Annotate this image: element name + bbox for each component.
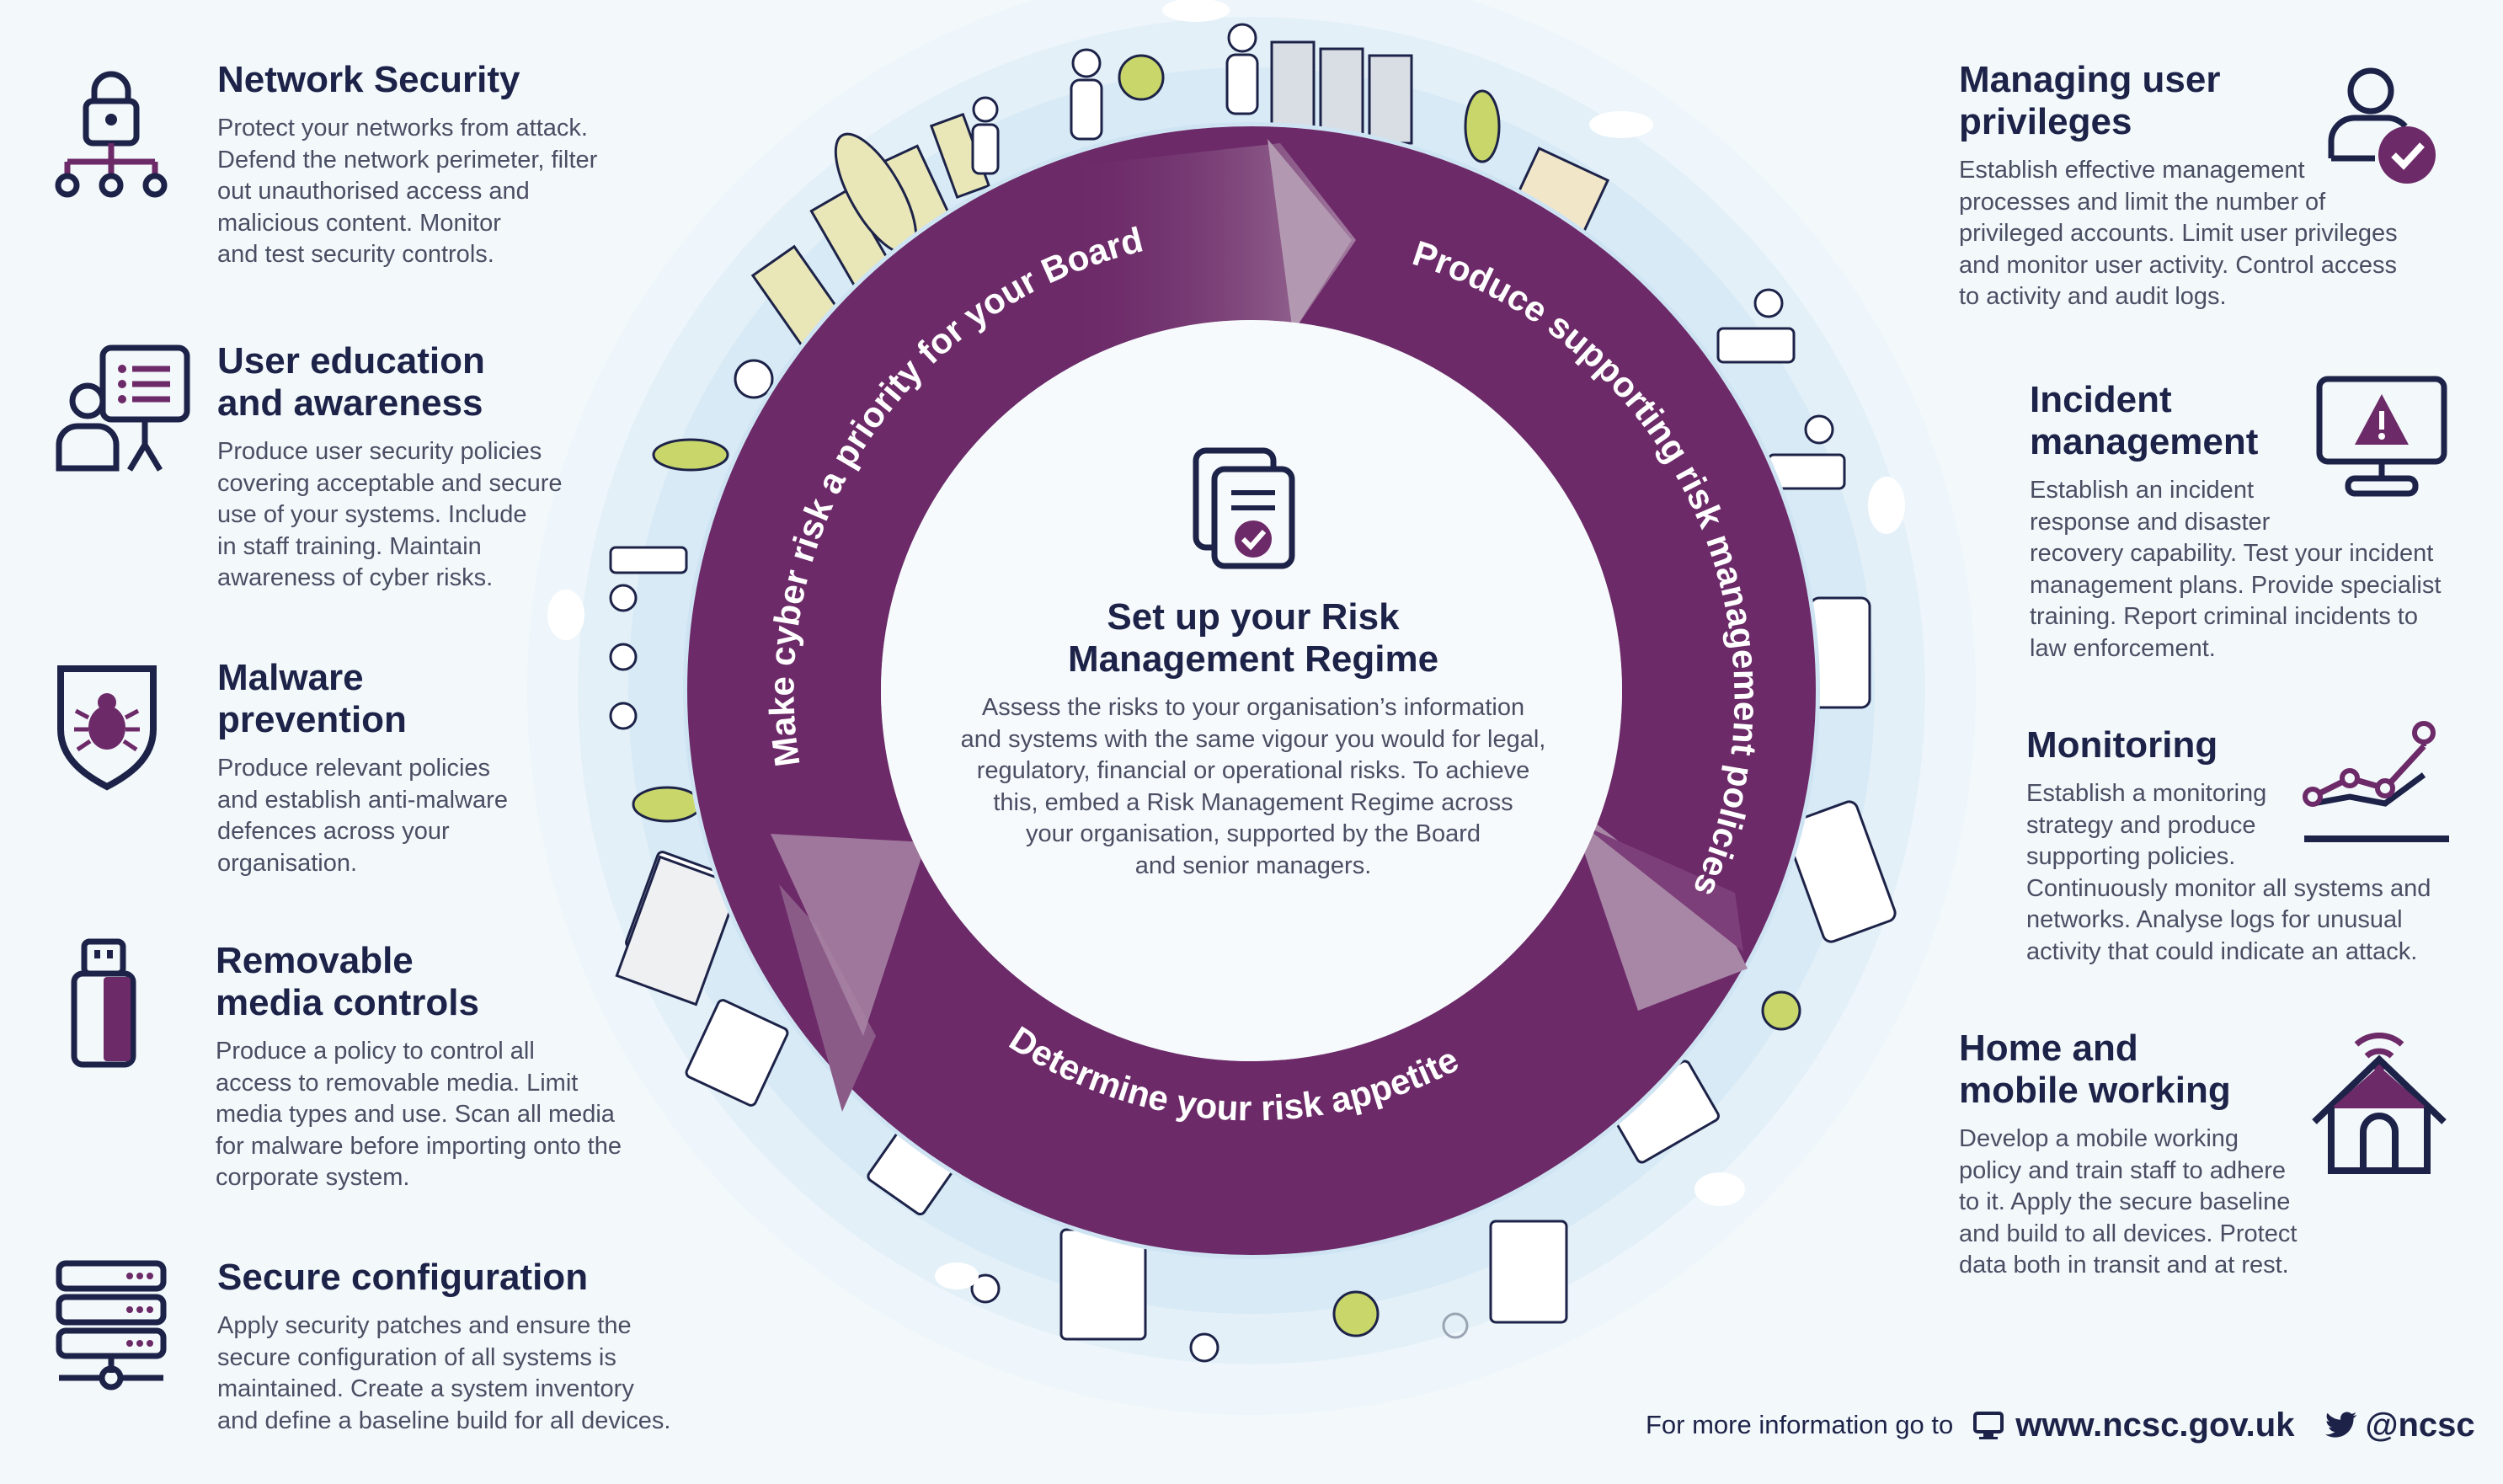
home-mobile-working-block: Home and mobile working Develop a mobile… xyxy=(1959,1028,2321,1282)
city-illustration-band xyxy=(547,0,1905,1363)
malware-prevention-title: Malware prevention xyxy=(217,657,407,740)
network-security-block: Network Security Protect your networks f… xyxy=(217,59,655,271)
incident-management-block: Incident management Establish an inciden… xyxy=(2030,379,2459,665)
line-graph-icon xyxy=(2303,721,2449,842)
removable-media-title: Removable media controls xyxy=(216,940,479,1023)
monitoring-body: Establish a monitoring strategy and prod… xyxy=(2026,780,2431,965)
twitter-bird-icon xyxy=(2325,1412,2357,1438)
documents-check-icon xyxy=(1193,447,1295,569)
incident-management-body: Establish an incident response and disas… xyxy=(2030,477,2442,662)
removable-media-body: Produce a policy to control all access t… xyxy=(216,1038,622,1191)
secure-configuration-title: Secure configuration xyxy=(217,1257,589,1298)
center-disc xyxy=(881,320,1622,1061)
computer-icon xyxy=(1973,1412,2004,1439)
footer-lead: For more information go to xyxy=(1646,1410,1954,1439)
monitoring-block: Monitoring Establish a monitoring strate… xyxy=(2026,724,2464,968)
managing-privileges-block: Managing user privileges Establish effec… xyxy=(1959,59,2414,313)
website-link[interactable]: www.ncsc.gov.uk xyxy=(2015,1406,2295,1444)
network-security-body: Protect your networks from attack. Defen… xyxy=(217,115,598,268)
incident-management-title: Incident management xyxy=(2030,379,2259,462)
network-security-title: Network Security xyxy=(217,59,520,100)
presentation-user-icon xyxy=(56,344,190,472)
secure-configuration-body: Apply security patches and ensure the se… xyxy=(217,1312,671,1434)
monitoring-title: Monitoring xyxy=(2026,724,2218,766)
network-lock-icon xyxy=(55,71,168,198)
home-wifi-icon xyxy=(2312,1033,2447,1174)
user-check-icon xyxy=(2328,67,2436,184)
monitor-warning-icon xyxy=(2316,376,2447,497)
malware-prevention-body: Produce relevant policies and establish … xyxy=(217,755,508,877)
footer: For more information go to www.ncsc.gov.… xyxy=(1646,1400,2475,1450)
malware-prevention-block: Malware prevention Produce relevant poli… xyxy=(217,657,655,879)
shield-bug-icon xyxy=(57,665,157,791)
removable-media-block: Removable media controls Produce a polic… xyxy=(216,940,687,1194)
user-education-body: Produce user security policies covering … xyxy=(217,438,563,591)
secure-configuration-block: Secure configuration Apply security patc… xyxy=(217,1257,723,1437)
center-body: Assess the risks to your organisation’s … xyxy=(960,694,1546,879)
dial-mark-icon xyxy=(1442,1312,1469,1339)
usb-drive-icon xyxy=(71,938,136,1068)
managing-privileges-body: Establish effective management processes… xyxy=(1959,157,2398,310)
home-mobile-working-body: Develop a mobile working policy and trai… xyxy=(1959,1125,2298,1278)
center-title: Set up your Risk Management Regime xyxy=(1067,596,1439,680)
twitter-handle[interactable]: @ncsc xyxy=(2365,1406,2475,1444)
user-education-block: User education and awareness Produce use… xyxy=(217,340,655,595)
home-mobile-working-title: Home and mobile working xyxy=(1959,1028,2231,1111)
user-education-title: User education and awareness xyxy=(217,340,485,424)
cycle-arrows xyxy=(771,139,1748,1112)
managing-privileges-title: Managing user privileges xyxy=(1959,59,2221,142)
server-stack-icon xyxy=(56,1260,167,1391)
